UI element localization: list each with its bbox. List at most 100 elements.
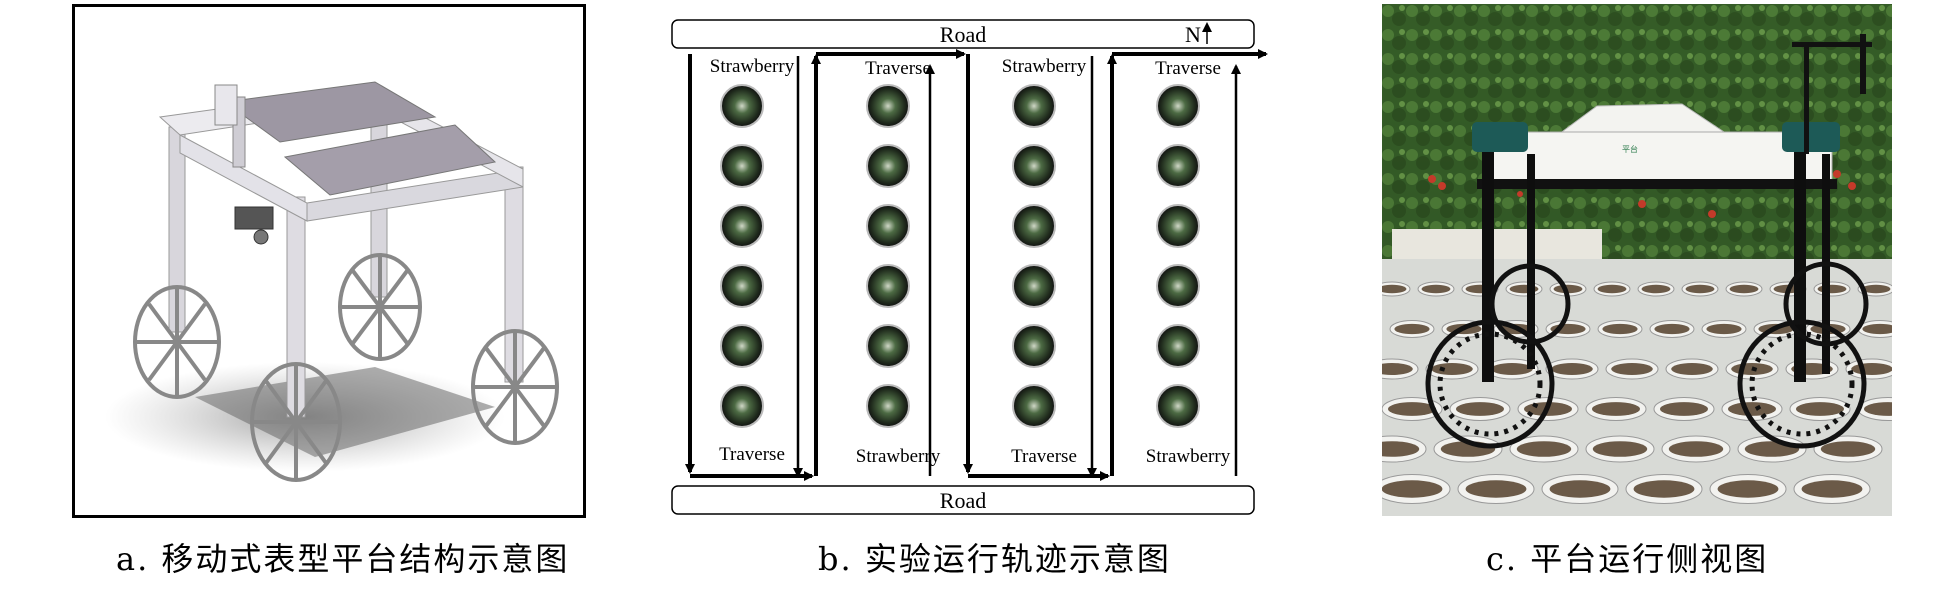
strawberry-plant-icon	[1012, 84, 1056, 128]
deck-plate-rear	[223, 81, 437, 143]
strawberry-plant-icon	[1012, 264, 1056, 308]
lane-3-bottom-label: Traverse	[1011, 446, 1077, 467]
trajectory-svg: Road N Road Strawberry Traverse Traverse…	[671, 19, 1268, 515]
lane-2-top-label: Traverse	[865, 58, 931, 79]
pot-soil	[1516, 441, 1572, 457]
pot-soil	[1801, 480, 1863, 498]
lane-2-bottom-label: Strawberry	[856, 446, 941, 467]
pot-soil	[1592, 441, 1648, 457]
back-wall	[1392, 229, 1602, 264]
platform-body	[1491, 131, 1833, 185]
pot-soil	[1553, 284, 1583, 294]
strawberry-plant-icon	[1156, 324, 1200, 368]
road-top	[671, 19, 1255, 49]
camera-mast	[1804, 44, 1809, 154]
strawberry-plant-icon	[1012, 204, 1056, 248]
pot-soil	[1592, 402, 1640, 416]
lane-1-top-label: Strawberry	[710, 56, 795, 77]
pot-soil	[1382, 363, 1413, 375]
pot-soil	[1421, 284, 1451, 294]
platform-side-view-photo: 平台	[1382, 4, 1892, 516]
pot-floor	[1382, 259, 1892, 516]
road-top-label: Road	[940, 22, 986, 47]
pot-soil	[1431, 363, 1473, 375]
sensor-wheel	[253, 229, 269, 245]
caption-b: b. 实验运行轨迹示意图	[818, 540, 1171, 578]
plant-grid	[720, 84, 1200, 428]
pot-soil	[1717, 480, 1779, 498]
pot-soil	[1382, 441, 1420, 457]
platform-structure-diagram	[72, 4, 586, 518]
strawberry-plant-icon	[866, 324, 910, 368]
strawberry-plant-icon	[866, 144, 910, 188]
strawberry-plant-icon	[720, 384, 764, 428]
pot-soil	[1597, 284, 1627, 294]
plant-pots	[1382, 281, 1892, 504]
trajectory-diagram: Road N Road Strawberry Traverse Traverse…	[671, 14, 1268, 518]
wheel-front-right	[471, 329, 559, 445]
strawberry-plant-icon	[1156, 84, 1200, 128]
wheel-front-left	[250, 362, 342, 482]
pot-soil	[1671, 363, 1713, 375]
strawberry-plant-icon	[1012, 324, 1056, 368]
pot-soil	[1633, 480, 1695, 498]
strawberry-plant-icon	[720, 324, 764, 368]
strawberry-plant-icon	[720, 264, 764, 308]
platform-cap-left	[1472, 122, 1528, 152]
pot-soil	[1706, 323, 1742, 335]
platform-wheels	[1425, 261, 1869, 449]
road-bottom	[671, 485, 1255, 515]
deck-plate-front	[283, 124, 497, 196]
pot-soil	[1602, 323, 1638, 335]
pot-soil	[1491, 363, 1533, 375]
pot-soil	[1864, 402, 1892, 416]
north-label: N	[1185, 22, 1201, 47]
camera-arm	[1792, 42, 1872, 47]
platform-3d-drawing	[105, 81, 559, 482]
wheel-rear-left	[133, 285, 221, 399]
strawberry-plant-icon	[866, 384, 910, 428]
pot-soil	[1817, 284, 1847, 294]
platform-cap-right	[1782, 122, 1840, 152]
strawberry-plant-icon	[1012, 384, 1056, 428]
lane-3-top-label: Strawberry	[1002, 56, 1087, 77]
strawberry-plant-icon	[866, 84, 910, 128]
road-bottom-label: Road	[940, 488, 986, 513]
strawberry-plant-icon	[866, 264, 910, 308]
lane-4-top-label: Traverse	[1155, 58, 1221, 79]
strawberry-plant-icon	[1156, 204, 1200, 248]
pot-soil	[1456, 402, 1504, 416]
pot-soil	[1382, 284, 1407, 294]
pot-soil	[1641, 284, 1671, 294]
pot-soil	[1820, 441, 1876, 457]
pot-soil	[1394, 323, 1430, 335]
caption-a: a. 移动式表型平台结构示意图	[116, 540, 570, 578]
lane-1-bottom-label: Traverse	[719, 444, 785, 465]
side-view-scene: 平台	[1382, 4, 1892, 516]
strawberry-plant-icon	[720, 84, 764, 128]
pot-soil	[1796, 402, 1844, 416]
caption-c: c. 平台运行侧视图	[1486, 540, 1769, 578]
pot-soil	[1685, 284, 1715, 294]
pot-soil	[1654, 323, 1690, 335]
pot-soil	[1851, 363, 1892, 375]
pot-soil	[1862, 323, 1892, 335]
sensor-box	[234, 206, 274, 230]
pot-soil	[1382, 480, 1443, 498]
pot-soil	[1549, 480, 1611, 498]
strawberry-plant-icon	[1156, 384, 1200, 428]
strawberry-plant-icon	[720, 144, 764, 188]
pot-soil	[1729, 284, 1759, 294]
strawberry-plant-icon	[1156, 264, 1200, 308]
strawberry-plant-icon	[866, 204, 910, 248]
pot-soil	[1660, 402, 1708, 416]
wheel-rear-right	[338, 253, 422, 361]
pot-soil	[1611, 363, 1653, 375]
camera-post	[1860, 34, 1866, 94]
mast-panel	[214, 84, 238, 126]
strawberry-plant-icon	[1156, 144, 1200, 188]
pot-soil	[1465, 480, 1527, 498]
pot-soil	[1388, 402, 1436, 416]
platform-frame-beam	[1477, 179, 1837, 189]
lane-4-bottom-label: Strawberry	[1146, 446, 1231, 467]
